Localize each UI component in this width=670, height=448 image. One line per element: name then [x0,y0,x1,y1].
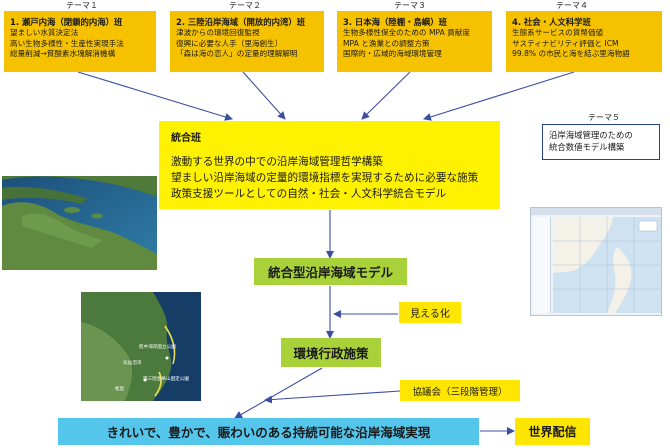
side-panel [533,217,551,313]
arrow-policy-goal [234,367,323,419]
team-box-seto: 1. 瀬戸内海（閉鎖的内海）班 望ましい水質決定法 高い生物多様性・生産性実現手… [4,11,156,72]
satellite-image-seto [2,170,157,270]
team-title: 2. 三陸沿岸海域（開放的内湾）班 [176,17,306,27]
policy-box: 環境行政施策 [281,338,381,367]
integration-title: 統合班 [171,133,201,144]
integration-line: 望ましい沿岸海域の定量的環境指標を実現するために必要な施策 [171,172,479,184]
arrow-theme2 [242,71,286,120]
theme5-line: 統合数値モデル構築 [549,142,625,152]
map-label: 南三陸金華山国定公園 [143,377,189,382]
model-software-screenshot [530,207,662,316]
theme-label-3: テーマ３ [394,1,426,10]
team-box-social: 4. 社会・人文科学班 生態系サービスの貨幣価値 サスティナビリティ評価と IC… [506,11,662,72]
team-box-japansea: 3. 日本海（陸棚・島嶼）班 生物多様性保全のための MPA 貢献度 MPA と… [337,11,492,72]
team-line: 国際的・広域的海域環境管理 [343,49,442,58]
map-image-tohoku: 陸中海岸国立公園 南三陸金華山国定公園 気仙沼湾 松島 [81,292,201,401]
team-line: 生物多様性保全のための MPA 貢献度 [343,28,470,37]
team-title: 1. 瀬戸内海（閉鎖的内海）班 [10,17,123,27]
team-line: サスティナビリティ評価と ICM [512,38,619,48]
arrow-council [264,390,401,404]
team-line: 99.8% の市民と海を結ぶ里海物語 [512,49,630,58]
team-title: 4. 社会・人文科学班 [512,17,591,27]
window-titlebar [531,208,661,215]
theme5-line: 沿岸海域管理のための [549,130,633,140]
team-box-sanriku: 2. 三陸沿岸海域（開放的内湾）班 津波からの環境回復監視 復興に必要な人手（里… [170,11,324,72]
team-line: 総量削減→貧酸素水塊解消機構 [10,49,116,58]
theme-label-5: テーマ５ [588,113,620,122]
coastal-model-box: 統合型沿岸海域モデル [254,258,407,285]
integration-box: 統合班 激動する世界の中での沿岸海域管理哲学構築 望ましい沿岸海域の定量的環境指… [159,121,500,209]
integration-line: 政策支援ツールとしての自然・社会・人文科学統合モデル [171,188,447,200]
team-line: 復興に必要な人手（里海創生） [176,38,283,48]
arrow-theme4 [423,71,575,121]
goal-box: きれいで、豊かで、賑わいのある持続可能な沿岸海域実現 [58,418,479,445]
team-line: 高い生物多様性・生産性実現手法 [10,38,124,48]
theme-label-4: テーマ４ [556,1,588,10]
team-line: 津波からの環境回復監視 [176,28,260,37]
team-line: 生態系サービスの貨幣価値 [512,28,604,37]
integration-line: 激動する世界の中での沿岸海域管理哲学構築 [171,156,383,168]
arrow-theme3 [361,71,411,120]
map-label: 松島 [115,387,125,392]
map-view [553,217,661,313]
team-line: MPA と漁業との調整方策 [343,38,430,48]
map-label: 陸中海岸国立公園 [139,345,176,350]
visualize-box: 見える化 [399,302,461,323]
map-label: 気仙沼湾 [123,361,142,366]
team-title: 3. 日本海（陸棚・島嶼）班 [343,17,448,27]
theme-label-1: テーマ１ [66,1,98,10]
team-line: 「森は海の恋人」の定量的理解解明 [176,49,298,58]
world-distribution-box: 世界配信 [515,418,590,445]
theme5-box: 沿岸海域管理のための 統合数値モデル構築 [542,124,660,160]
theme-label-2: テーマ２ [229,1,261,10]
arrow-theme1 [77,71,233,121]
team-line: 望ましい水質決定法 [10,28,79,37]
council-box: 協議会（三段階管理） [400,380,520,401]
